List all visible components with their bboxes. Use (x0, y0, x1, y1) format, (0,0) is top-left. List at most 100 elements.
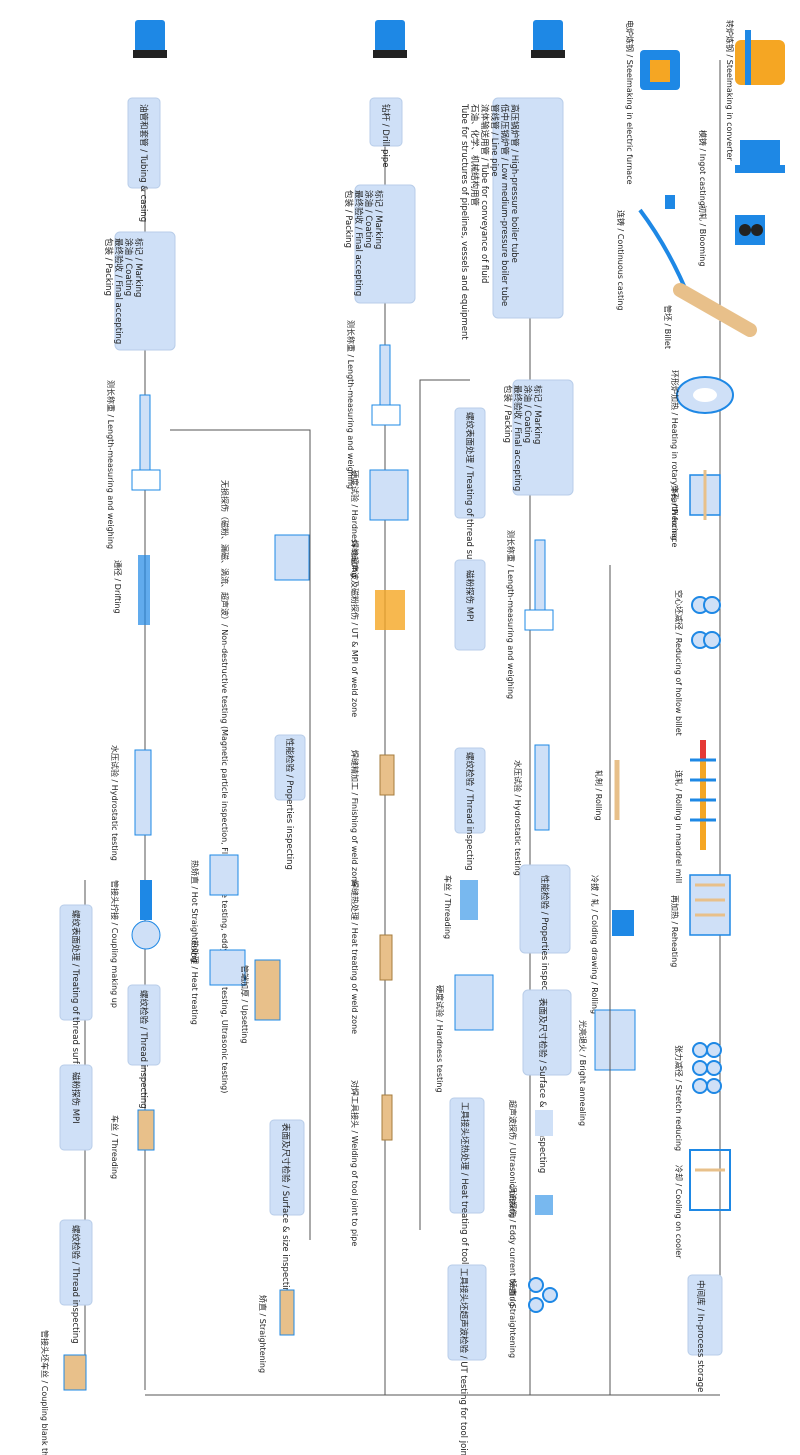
storage-label: 中间库 / In-process storage (695, 1280, 706, 1392)
piercing-rolls-icon (689, 470, 721, 520)
col2-finishing-label: 焊缝精加工 / Finishing of weld zone (350, 750, 360, 886)
col3-blank-icon (63, 1354, 87, 1391)
col3-drift-icon (138, 555, 150, 625)
col2-thread-insp-text: 螺纹检验 / Thread inspecting (464, 752, 475, 871)
col3-mpi-box (59, 1064, 93, 1151)
col2-mpi-text: 磁粉探伤 MPI (464, 570, 475, 622)
mandrel-mill-label: 连轧 / Rolling in mandrel mill (674, 770, 684, 883)
stretch-reducer-icon (692, 1042, 722, 1094)
connectors (145, 379, 720, 1396)
col2-hot-straight-label: 热矫直 / Hot Straightening (190, 860, 200, 963)
col1-straightening-icon (528, 1277, 558, 1313)
col2-tj-ut-text: 工具接头坯超声波检验 / UT testing for tool joint b… (458, 1268, 469, 1455)
col3-length-measure-icon (131, 394, 161, 491)
col2-tj-heat-box (449, 1097, 485, 1214)
col3-final-box (114, 231, 176, 351)
col2-heat-weld-icon (379, 934, 393, 981)
col2-heat-weld-label: 焊缝热处理 / Heat treating of weld zone (350, 880, 360, 1034)
electric-furnace-icon (640, 50, 680, 90)
ingot-label: 模铸 / Ingot casting (698, 130, 708, 206)
col2-final-box (354, 184, 416, 304)
truck-icon (373, 20, 407, 58)
col2-hardness2-icon (454, 974, 494, 1031)
col3-threading-label: 车丝 / Threading (110, 1115, 120, 1179)
top-row: 转炉炼钢 / Steelmaking in converter 电炉炼钢 / S… (616, 20, 785, 1392)
col2-straight2-icon (279, 1289, 295, 1336)
col3-threading-icon (137, 1109, 155, 1151)
col3-final-text: 标记 / Marking涂油 / Coating最终验收 / Final acc… (103, 238, 144, 344)
col3-connector (170, 429, 311, 1240)
piercing-label: 穿孔 / Piercing (670, 485, 680, 540)
col2-ut-weld-label: 焊缝超声波及磁粉探伤 / UT & MPI of weld zone (350, 540, 360, 717)
col1-product-box (492, 97, 564, 319)
col1-anneal-label: 光亮退火 / Bright annealing (578, 1020, 588, 1126)
col1-surface-box (522, 989, 572, 1076)
truck-icon (531, 20, 565, 58)
col2-thread-insp-box (454, 747, 486, 834)
col1-eddy-label: 涡流探伤 / Eddy current testing (508, 1185, 518, 1306)
col1-rolling-label: 轧制 / Rolling (594, 770, 604, 821)
col2-final-text: 标记 / Marking涂油 / Coating最终验收 / Final acc… (343, 190, 384, 296)
col2-thread-surface-box (454, 407, 486, 519)
blooming-mill-icon (735, 215, 765, 245)
col1-ultra-label: 超声波探伤 / Ultrasonic testing (508, 1100, 518, 1218)
col3-mpi-text: 磁粉探伤 MPI (70, 1072, 81, 1124)
col1-surface-text: 表面及尺寸检验 / Surface & size inspecting (537, 998, 548, 1173)
col2-surface2-text: 表面及尺寸检验 / Surface & size inspecting (280, 1123, 291, 1298)
col2-threading-label: 车丝 / Threading (443, 875, 453, 939)
col1-cold-label: 冷拔 / 轧 / Colding drawing / Rolling (590, 875, 600, 1014)
col1-length-measure-icon (524, 539, 554, 631)
col3-blank-label: 管接头坯车丝 / Coupling blank threading (40, 1330, 50, 1455)
ingot-mold-icon (735, 140, 785, 173)
col2-hot-straight-icon (209, 854, 239, 896)
col1-props-text: 性能检验 / Properties inspecting (539, 875, 550, 1007)
col1-hydro-label: 水压试验 / Hydrostatic testing (513, 760, 523, 876)
col2-length-label: 测长称重 / Length-measuring and weighing (346, 320, 356, 489)
col3-thread-surface-box (59, 904, 93, 1021)
col2-thread-surface-text: 螺纹表面处理 / Treating of thread surface (464, 412, 475, 581)
col2-welding-label: 对焊工具接头 / Welding of tool joint to pipe (350, 1080, 360, 1246)
col2-surface2-box (269, 1119, 305, 1216)
storage-box (687, 1274, 723, 1356)
col2-ut-weld-icon (375, 590, 405, 630)
column-1: 高压锅炉管 / High-pressure boiler tube低中压锅炉管 … (459, 97, 636, 1395)
col2-hardness-label: 硬度试验 / Hardness testing (350, 470, 360, 578)
col2-threading-icon (460, 880, 478, 920)
col1-eddy-icon (535, 1195, 553, 1215)
col1-cold-draw-icon (612, 910, 634, 936)
col2-upset-label: 管端加厚 / Upsetting (240, 965, 250, 1043)
col3-thread-insp2-box (59, 1219, 93, 1306)
col2-hardness2-label: 硬度试验 / Hardness testing (435, 985, 445, 1093)
electric-furnace-label: 电炉炼钢 / Steelmaking in electric furnace (625, 20, 635, 185)
col2-hardness-icon (369, 469, 409, 521)
col1-anneal-icon (594, 1009, 636, 1071)
col2-product-text: 钻杆 / Drill pipe (380, 104, 391, 167)
truck-icon (133, 20, 167, 58)
col2-welding-icon (381, 1094, 393, 1141)
col3-product-text: 油管和套管 / Tubing & casing (138, 104, 149, 222)
col3-thread-insp-text: 螺纹检验 / Thread inspecting (138, 990, 149, 1109)
cooling-bed-icon (689, 1149, 731, 1211)
rotary-furnace-icon (676, 376, 734, 414)
col3-coupling-icon (131, 880, 161, 950)
col2-tj-ut-box (447, 1264, 487, 1361)
col2-heat-treat-icon (209, 949, 246, 986)
col2-connector (419, 379, 470, 1230)
col3-product-box (127, 97, 161, 189)
col3-hydrostatic-icon (134, 749, 152, 836)
col2-props-text: 性能检验 / Properties inspecting (284, 738, 295, 870)
billet-icon (673, 283, 757, 337)
col2-upset-icon (254, 959, 281, 1021)
reheat-furnace-icon (689, 874, 731, 936)
col1-straight-label: 矫直 / Straightening (508, 1280, 518, 1358)
reducing-rolls-icon (691, 596, 721, 649)
col2-ndt-label: 无损探伤（磁粉、漏磁、涡流、超声波）/ Non-destructive test… (220, 480, 230, 1093)
col3-length-label: 测长称重 / Length-measuring and weighing (106, 380, 116, 549)
rotary-furnace-label: 环形炉加热 / Heating in rotary hearth furnace (670, 370, 680, 547)
column-3: 油管和套管 / Tubing & casing 标记 / Marking涂油 /… (40, 97, 176, 1455)
col2-ndt-icon (274, 534, 310, 581)
col3-thread-insp-box (127, 984, 161, 1066)
converter-icon (735, 30, 785, 85)
col1-ultrasonic-icon (535, 1110, 553, 1136)
